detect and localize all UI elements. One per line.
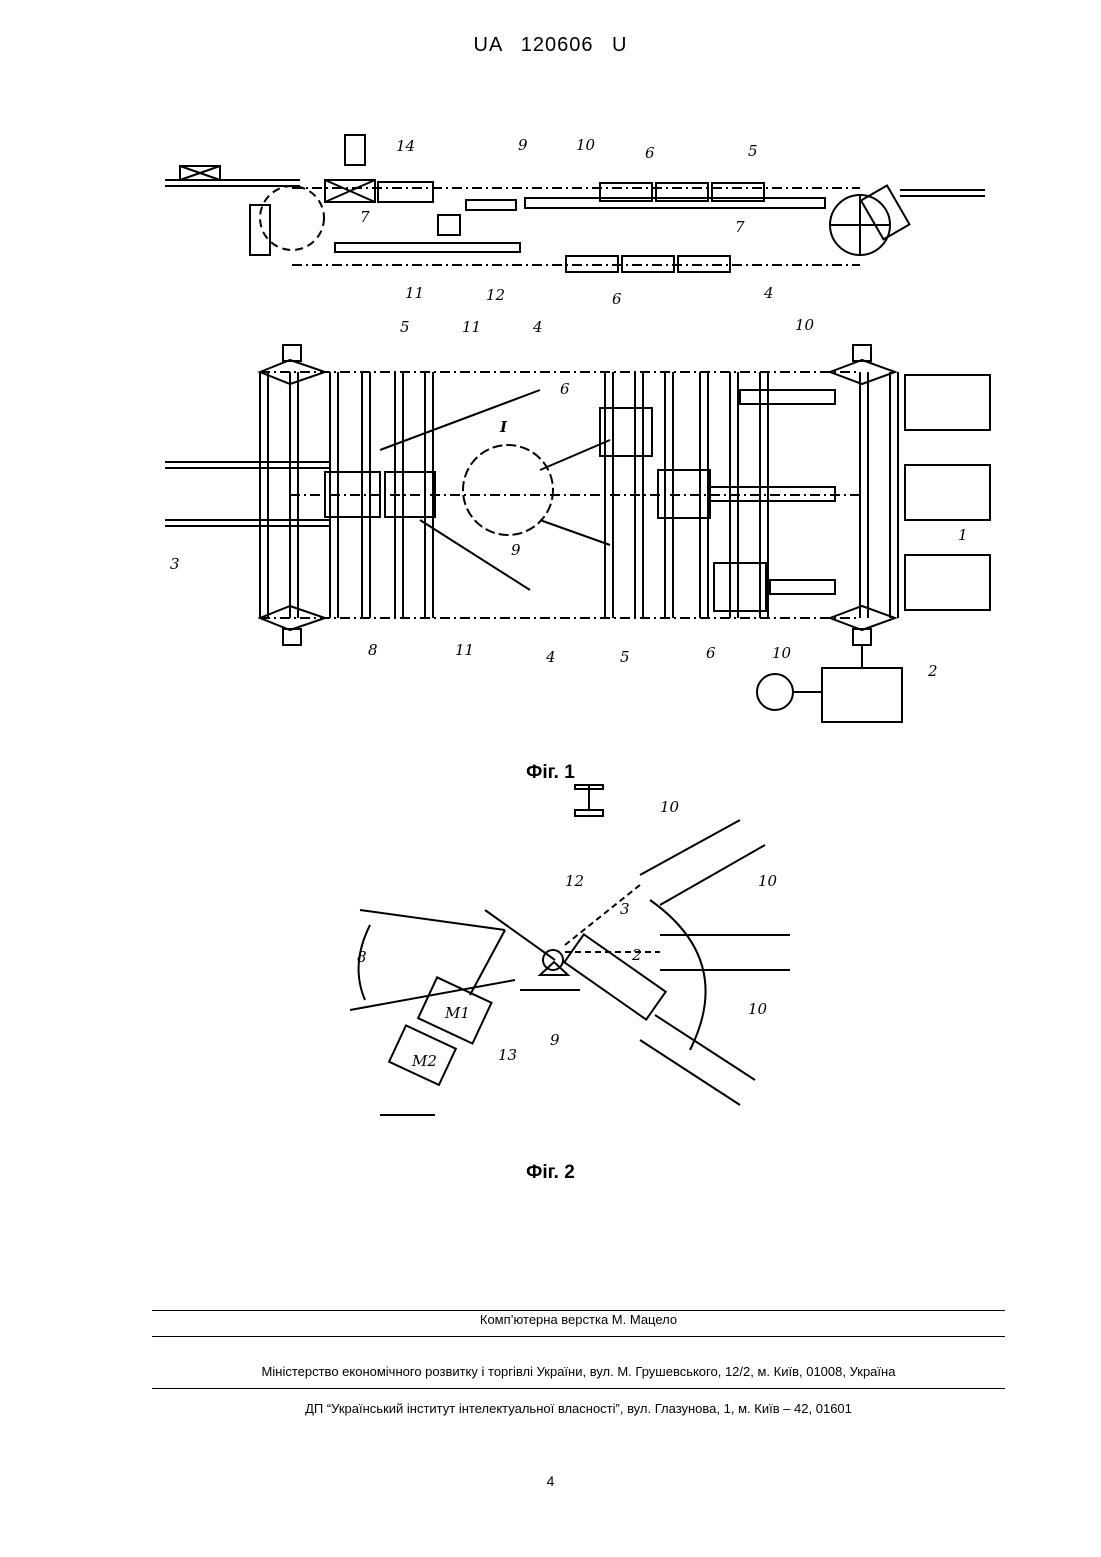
footer-rule-1: [152, 1310, 1005, 1311]
fig2-label-M2: M2: [411, 1052, 437, 1070]
fig2-label-8: 8: [357, 948, 367, 966]
page-number: 4: [0, 1473, 1101, 1489]
footer-rule-3: [152, 1388, 1005, 1389]
figure-2-caption: Фіг. 2: [0, 1162, 1101, 1184]
fig2-label-13: 13: [498, 1046, 517, 1064]
footer-typesetter: Комп’ютерна верстка М. Мацело: [152, 1312, 1005, 1327]
fig2-label-3: 3: [620, 900, 630, 918]
footer-institute: ДП “Український інститут інтелектуальної…: [152, 1401, 1005, 1416]
fig2-label-10c: 10: [748, 1000, 768, 1018]
fig2-label-M1: M1: [444, 1004, 470, 1022]
fig2-label-2: 2: [631, 946, 642, 964]
footer-ministry: Міністерство економічного розвитку і тор…: [152, 1364, 1005, 1379]
figure-2-drawing: 10 10 10 12 8 3 2 9 M1 M2 13: [0, 0, 1101, 1160]
fig2-label-12: 12: [565, 872, 584, 890]
footer-rule-2: [152, 1336, 1005, 1337]
fig2-label-9: 9: [550, 1031, 560, 1049]
fig2-label-10a: 10: [660, 798, 680, 816]
fig2-label-10b: 10: [758, 872, 778, 890]
